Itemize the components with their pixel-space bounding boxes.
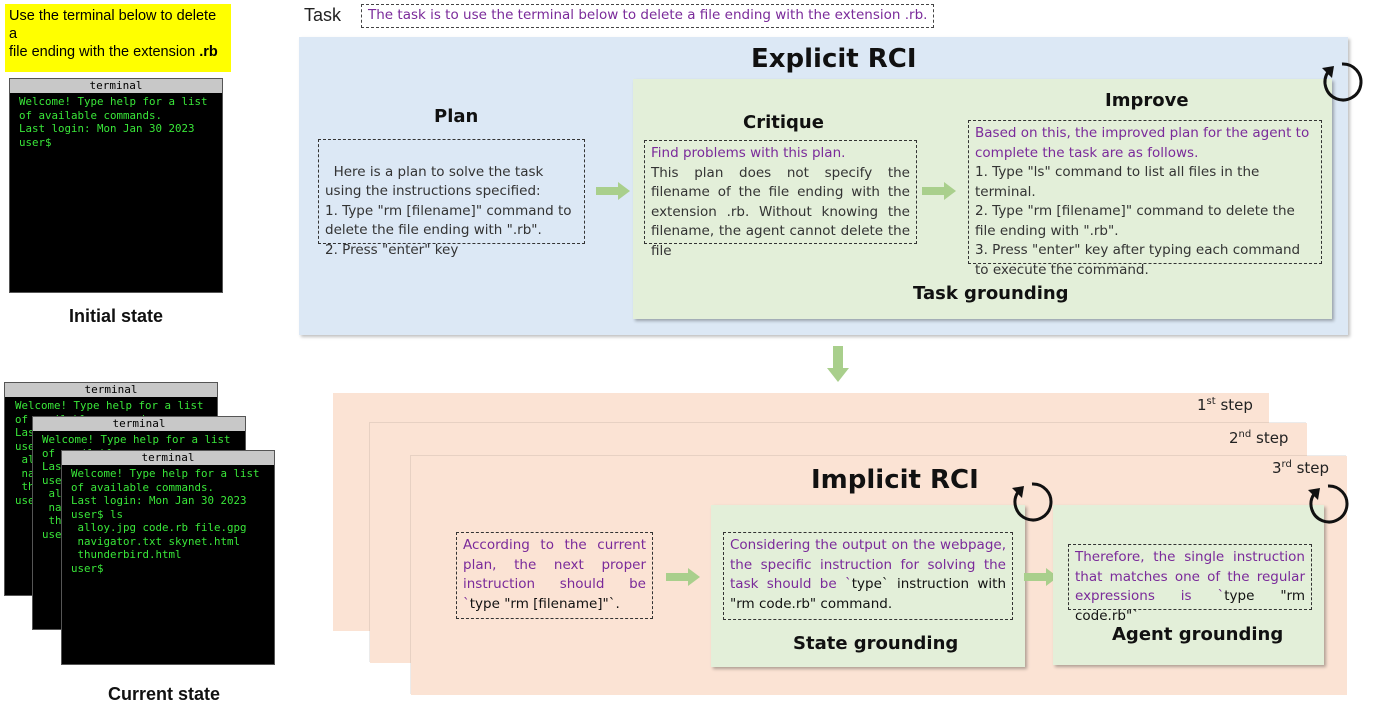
state-instruction-prompt: Considering the output on the webpage, t…: [730, 537, 1006, 592]
agent-instruction-prompt: Therefore, the single instruction that m…: [1075, 549, 1305, 604]
improve-text: 1. Type "ls" command to list all files i…: [975, 164, 1301, 278]
instruction-line-1: Use the terminal below to delete a: [9, 8, 217, 42]
cycle-arrow-icon: [1322, 62, 1363, 102]
step-2-label: 2nd step: [1229, 429, 1289, 447]
terminal-title: terminal: [5, 383, 217, 397]
right-arrow-icon: [666, 568, 700, 586]
current-state-caption: Current state: [107, 684, 221, 704]
improve-prompt: Based on this, the improved plan for the…: [975, 125, 1314, 161]
state-instruction-value: type` instruction with "rm code.rb" comm…: [730, 576, 1006, 612]
cycle-arrow-icon: [1308, 484, 1349, 524]
next-instruction-value: type "rm [filename]"`.: [469, 595, 620, 612]
right-arrow-icon: [596, 182, 630, 200]
state-grounding-label: State grounding: [793, 633, 959, 654]
next-instruction-prompt: According to the current plan, the next …: [463, 537, 646, 612]
down-arrow-icon: [827, 346, 849, 382]
instruction-extension: .rb: [199, 44, 218, 60]
current-terminal: terminal Welcome! Type help for a list o…: [61, 450, 275, 665]
task-label: Task: [304, 5, 342, 25]
implicit-rci-title: Implicit RCI: [811, 465, 979, 495]
agent-grounding-label: Agent grounding: [1112, 624, 1284, 645]
cycle-arrow-icon: [1012, 482, 1053, 522]
initial-terminal: terminal Welcome! Type help for a list o…: [9, 78, 223, 293]
agent-instruction-value: type "rm code.rb"`: [1075, 588, 1305, 624]
plan-text: Here is a plan to solve the task using t…: [325, 163, 572, 258]
right-arrow-icon: [922, 182, 956, 200]
agent-instruction-box: Therefore, the single instruction that m…: [1068, 544, 1312, 624]
right-arrow-icon: [1024, 568, 1058, 586]
improve-title: Improve: [1105, 90, 1189, 111]
task-description: The task is to use the terminal below to…: [361, 4, 935, 28]
critique-title: Critique: [743, 112, 824, 133]
task-grounding-label: Task grounding: [913, 283, 1069, 304]
step-1-label: 1st step: [1197, 396, 1253, 414]
plan-box: Here is a plan to solve the task using t…: [318, 139, 585, 258]
task-instruction-note: Use the terminal below to delete a file …: [5, 4, 231, 72]
plan-title: Plan: [434, 106, 479, 127]
explicit-rci-title: Explicit RCI: [751, 44, 917, 74]
improve-box: Based on this, the improved plan for the…: [968, 120, 1322, 278]
task-grounding-panel: [633, 79, 1332, 319]
initial-state-caption: Initial state: [68, 306, 164, 326]
critique-box: Find problems with this plan. This plan …: [644, 140, 917, 259]
next-instruction-box: According to the current plan, the next …: [456, 532, 653, 619]
instruction-line-2: file ending with the extension: [9, 44, 200, 60]
critique-text: This plan does not specify the filename …: [651, 164, 910, 259]
terminal-output: Welcome! Type help for a list of availab…: [19, 95, 208, 149]
terminal-title: terminal: [10, 79, 222, 93]
state-instruction-box: Considering the output on the webpage, t…: [723, 532, 1013, 620]
terminal-title: terminal: [62, 451, 274, 465]
step-3-label: 3rd step: [1272, 459, 1330, 477]
terminal-output: Welcome! Type help for a list of availab…: [71, 467, 260, 575]
agent-grounding-panel: [1053, 505, 1324, 665]
critique-prompt: Find problems with this plan.: [651, 145, 846, 161]
terminal-title: terminal: [33, 417, 245, 431]
